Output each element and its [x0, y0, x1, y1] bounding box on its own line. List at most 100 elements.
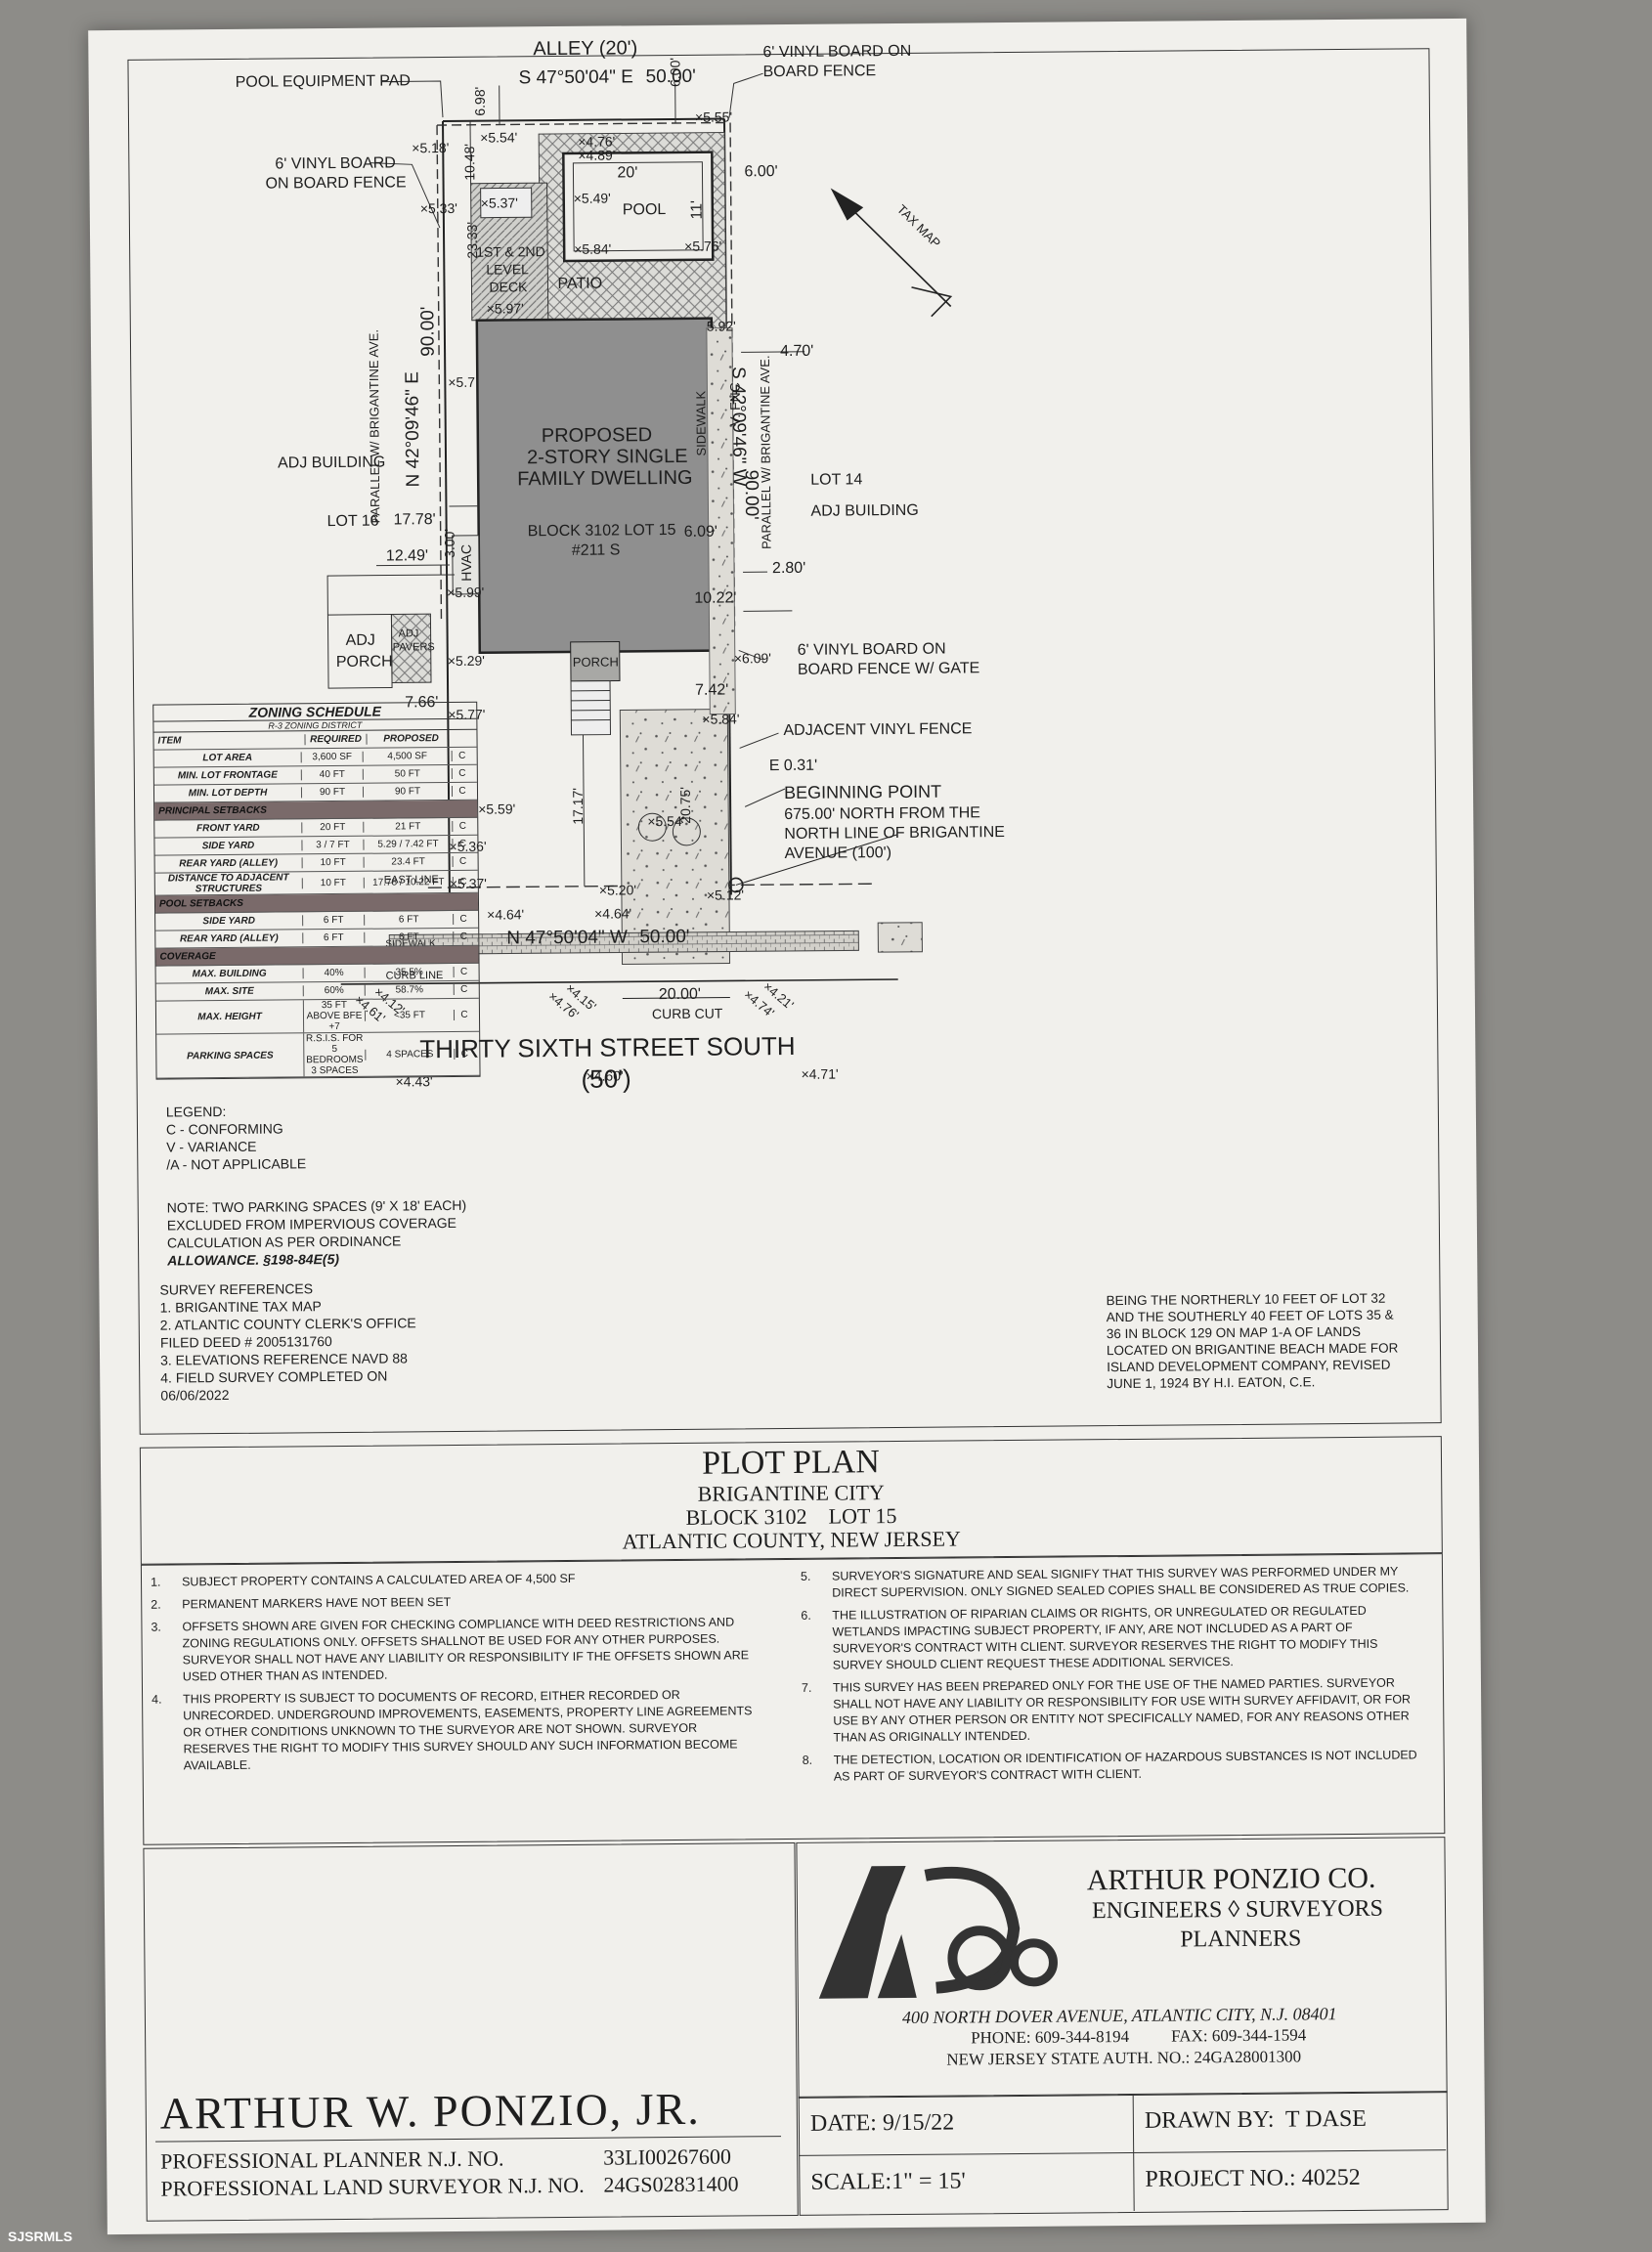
note-number: 5. — [800, 1569, 811, 1583]
zoning-proposed: <35 FT — [364, 1009, 455, 1021]
lot14-label: LOT 14 — [810, 471, 863, 489]
elev-584a: ×5.84' — [574, 240, 612, 257]
company-auth: NEW JERSEY STATE AUTH. NO.: 24GA28001300 — [946, 2047, 1302, 2069]
survey-ref-3: FILED DEED # 2005131760 — [159, 1333, 332, 1351]
zoning-proposed: 4 SPACES — [365, 1048, 455, 1061]
legend-conforming: C - CONFORMING — [165, 1120, 283, 1138]
fence-w-line1: 6' VINYL BOARD — [275, 154, 396, 173]
beginning-desc-1: 675.00' NORTH FROM THE — [784, 804, 981, 824]
house-line2: 2-STORY SINGLE — [526, 445, 688, 469]
dim-300: 3.00' — [441, 528, 457, 559]
elev-464b: ×4.64' — [594, 905, 632, 922]
dim-1249: 12.49' — [385, 547, 429, 565]
zoning-header-required: REQUIRED — [304, 733, 367, 746]
west-distance: 90.00' — [417, 306, 439, 357]
elev-576: ×5.76' — [684, 238, 722, 254]
zoning-proposed: 21 FT — [363, 820, 453, 833]
survey-ref-0: SURVEY REFERENCES — [159, 1280, 314, 1298]
note-item: 2. PERMANENT MARKERS HAVE NOT BEEN SET — [151, 1591, 757, 1613]
zoning-item: REAR YARD (ALLEY) — [179, 857, 279, 870]
zoning-header-item: ITEM — [157, 735, 182, 747]
elev-460: ×4.60' — [586, 1067, 624, 1084]
zoning-required: 35 FT ABOVE BFE +7 — [302, 999, 366, 1033]
alley-label: ALLEY (20') — [533, 37, 638, 61]
street-bearing: N 47°50'04" W — [506, 927, 628, 949]
fence-ne-line1: 6' VINYL BOARD ON — [762, 42, 912, 62]
parking-note-2: EXCLUDED FROM IMPERVIOUS COVERAGE — [166, 1214, 457, 1234]
elev-464a: ×4.64' — [487, 906, 525, 923]
meta-scale: SCALE:1" = 15' — [810, 2168, 966, 2195]
note-number: 7. — [801, 1680, 812, 1695]
notes-left: 1.SUBJECT PROPERTY CONTAINS A CALCULATED… — [151, 1569, 759, 1780]
note-item: 4.THIS PROPERTY IS SUBJECT TO DOCUMENTS … — [152, 1686, 759, 1774]
note-number: 2. — [151, 1597, 161, 1612]
elev-599: ×5.99' — [447, 584, 485, 601]
zoning-proposed: 4,500 SF — [362, 750, 452, 762]
side-walk — [706, 326, 736, 715]
zoning-item: SIDE YARD — [202, 915, 255, 928]
planner-number: 33LI00267600 — [603, 2144, 732, 2170]
elev-554b: ×5.54' — [647, 812, 685, 830]
company-name: ARTHUR PONZIO CO. — [1086, 1861, 1376, 1897]
dim-742: 7.42' — [695, 681, 729, 699]
zoning-required: 3 / 7 FT — [301, 839, 364, 851]
dim-600b: 6.00' — [744, 163, 778, 181]
dim-1717: 17.17' — [569, 787, 587, 825]
being-5: ISLAND DEVELOPMENT COMPANY, REVISED — [1107, 1357, 1391, 1375]
fence-ne-line2: BOARD FENCE — [762, 63, 877, 81]
legend-title: LEGEND: — [165, 1104, 227, 1120]
zoning-conformity: C — [452, 876, 473, 888]
fence-gate-line1: 6' VINYL BOARD ON — [797, 640, 946, 659]
note-number: 6. — [801, 1608, 811, 1623]
zoning-required: 40 FT — [300, 768, 363, 781]
company-services: ENGINEERS ◊ SURVEYORS — [1091, 1895, 1384, 1925]
zoning-required: 6 FT — [302, 931, 365, 944]
note-text: THIS SURVEY HAS BEEN PREPARED ONLY FOR T… — [832, 1675, 1412, 1745]
elev-609b: ×6.09' — [733, 650, 771, 667]
company-phone: PHONE: 609-344-8194 — [971, 2026, 1130, 2048]
house-address: #211 S — [571, 541, 621, 559]
note-text: PERMANENT MARKERS HAVE NOT BEEN SET — [182, 1595, 452, 1612]
zoning-item: LOT AREA — [202, 752, 253, 764]
dim-609: 6.09' — [683, 523, 717, 541]
adj-porch-line2: PORCH — [335, 653, 393, 671]
note-number: 3. — [151, 1620, 161, 1634]
elev-489: ×4.89' — [578, 147, 616, 163]
zoning-proposed: 17.78 / 10.22 FT — [363, 876, 453, 888]
elev-549: ×5.49' — [573, 190, 611, 206]
note-text: SUBJECT PROPERTY CONTAINS A CALCULATED A… — [181, 1571, 576, 1589]
zoning-item: FRONT YARD — [196, 822, 260, 835]
zoning-proposed: 50 FT — [362, 767, 452, 780]
dim-698: 6.98' — [471, 86, 488, 116]
elev-584b: ×5.84' — [702, 711, 740, 727]
zoning-item: REAR YARD (ALLEY) — [179, 932, 279, 945]
parking-note-4: ALLOWANCE. §198-84E(5) — [167, 1251, 340, 1269]
zoning-item: MAX. SITE — [204, 985, 254, 998]
notes-right: 5.SURVEYOR'S SIGNATURE AND SEAL SIGNIFY … — [801, 1563, 1428, 1792]
note-number: 8. — [802, 1753, 813, 1767]
beginning-point-marker — [728, 877, 744, 893]
zoning-required: 10 FT — [301, 877, 364, 888]
house-line1: PROPOSED — [541, 424, 653, 448]
zoning-proposed: 6 FT — [364, 913, 454, 926]
pool-length: 11' — [688, 199, 706, 220]
zoning-conformity: C — [451, 785, 473, 797]
survey-ref-2: 2. ATLANTIC COUNTY CLERK'S OFFICE — [159, 1315, 416, 1333]
dim-280: 2.80' — [771, 559, 806, 578]
surveyor-label: PROFESSIONAL LAND SURVEYOR N.J. NO. — [160, 2172, 585, 2201]
adj-pavers-line2: PAVERS — [392, 641, 435, 654]
pool-equipment-label: POOL EQUIPMENT PAD — [235, 72, 412, 91]
note-text: THE ILLUSTRATION OF RIPARIAN CLAIMS OR R… — [832, 1603, 1378, 1672]
being-description: BEING THE NORTHERLY 10 FEET OF LOT 32 AN… — [1106, 1290, 1399, 1393]
pool — [562, 151, 715, 263]
zoning-required: R.S.I.S. FOR 5 BEDROOMS 3 SPACES — [303, 1032, 366, 1077]
zoning-section-label: COVERAGE — [159, 951, 216, 963]
adj-pavers-line1: ADJ — [398, 628, 419, 640]
survey-ref-1: 1. BRIGANTINE TAX MAP — [159, 1298, 322, 1316]
elev-512: ×5.12' — [706, 887, 745, 903]
legend-variance: V - VARIANCE — [166, 1138, 257, 1155]
adjacent-vinyl-fence: ADJACENT VINYL FENCE — [783, 720, 973, 740]
